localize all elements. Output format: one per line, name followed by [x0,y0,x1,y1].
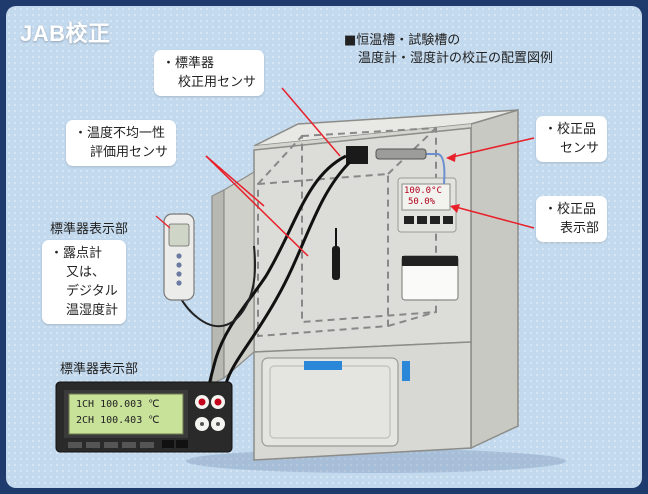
standard-sensor-port [346,146,368,164]
diagram-frame: JAB校正 ■恒温槽・試験槽の 温度計・湿度計の校正の配置図例 ・標準器 校正用… [6,6,642,488]
input-jack-3-core [200,422,204,426]
callout-dewpoint-line-2: 又は、 [66,265,106,280]
callout-dut-display-line-2: 表示部 [560,221,600,236]
standard-key-3 [104,442,118,448]
chamber-door [223,170,255,380]
callout-uniformity-sensor-line-2: 評価用センサ [90,145,169,160]
input-jack-2-core [214,398,222,406]
pointer-dut-sensor [447,137,535,159]
calibration-diagram [55,87,566,473]
dut-readout-temperature: 100.0°C [404,186,442,196]
arrowhead-dut-display [450,204,460,213]
test-space-edge-1 [257,135,303,185]
standard-key-6 [162,440,174,448]
callout-dut-display-line-1: ・校正品 [544,202,597,217]
callout-standard-sensor-line-1: ・標準器 [162,56,215,71]
handheld-button-3 [176,271,182,277]
input-jack-1-core [198,398,206,406]
label-standard-display-bottom: 標準器表示部 [60,362,139,377]
input-jack-4-core [216,422,220,426]
pointer-uniformity-2 [205,155,265,207]
blue-tag-1 [304,361,342,370]
standard-key-4 [122,442,136,448]
callout-dut-display: ・校正品 表示部 [536,196,608,242]
chamber-top [253,109,519,147]
standard-key-7 [176,440,188,448]
pointer-uniformity-1 [205,155,309,257]
uniformity-probe [332,246,340,280]
callout-dut-sensor: ・校正品 センサ [536,116,608,162]
callout-dut-sensor-line-2: センサ [560,141,600,156]
pointer-handheld [155,215,171,229]
dut-readout-humidity: 50.0% [408,197,436,207]
pointer-dut-display [451,205,535,229]
handheld-button-2 [176,262,182,268]
callout-dewpoint-line-3: デジタル [66,284,118,299]
test-space-edge-3 [387,311,437,327]
recorder-header [402,256,458,266]
standard-lcd-line-2: 2CH 100.403 ℃ [76,415,160,426]
callout-uniformity-sensor: ・温度不均一性 評価用センサ [66,120,177,166]
handheld-button-4 [176,280,182,286]
dut-display-screen [401,183,451,211]
diagram-heading: ■恒温槽・試験槽の 温度計・湿度計の校正の配置図例 [344,32,642,68]
arrowhead-dut-sensor [446,153,456,162]
standard-lcd-line-1: 1CH 100.003 ℃ [76,399,160,410]
callout-dewpoint-line-1: ・露点計 [50,246,103,261]
handheld-button-1 [176,253,182,259]
callout-uniformity-sensor-line-1: ・温度不均一性 [74,126,166,141]
pointer-standard-sensor [281,87,341,157]
heading-line-1: ■恒温槽・試験槽の [344,33,461,48]
handheld-screen [168,223,190,247]
dut-sensor-probe [375,148,427,160]
standard-key-5 [140,442,154,448]
callout-dewpoint-line-4: 温湿度計 [66,303,119,318]
callout-standard-sensor-line-2: 校正用センサ [178,75,257,90]
blue-tag-2 [402,361,410,381]
panel-button-1 [404,216,414,224]
standard-cable-1 [206,154,347,407]
callout-standard-sensor: ・標準器 校正用センサ [154,50,265,96]
dut-sensor-lead [437,153,446,185]
lower-compartment [261,357,399,447]
page-title: JAB校正 [20,21,111,46]
panel-button-2 [417,216,427,224]
heading-line-2: 温度計・湿度計の校正の配置図例 [358,51,554,66]
panel-button-3 [430,216,440,224]
chamber-side-panel [470,108,519,450]
callout-dut-sensor-line-1: ・校正品 [544,122,597,137]
standard-key-1 [68,442,82,448]
label-standard-display-top: 標準器表示部 [50,222,129,237]
standard-lcd [68,393,184,435]
panel-button-4 [443,216,453,224]
callout-dewpoint-meter: ・露点計 又は、 デジタル 温湿度計 [42,240,127,324]
standard-key-2 [86,442,100,448]
